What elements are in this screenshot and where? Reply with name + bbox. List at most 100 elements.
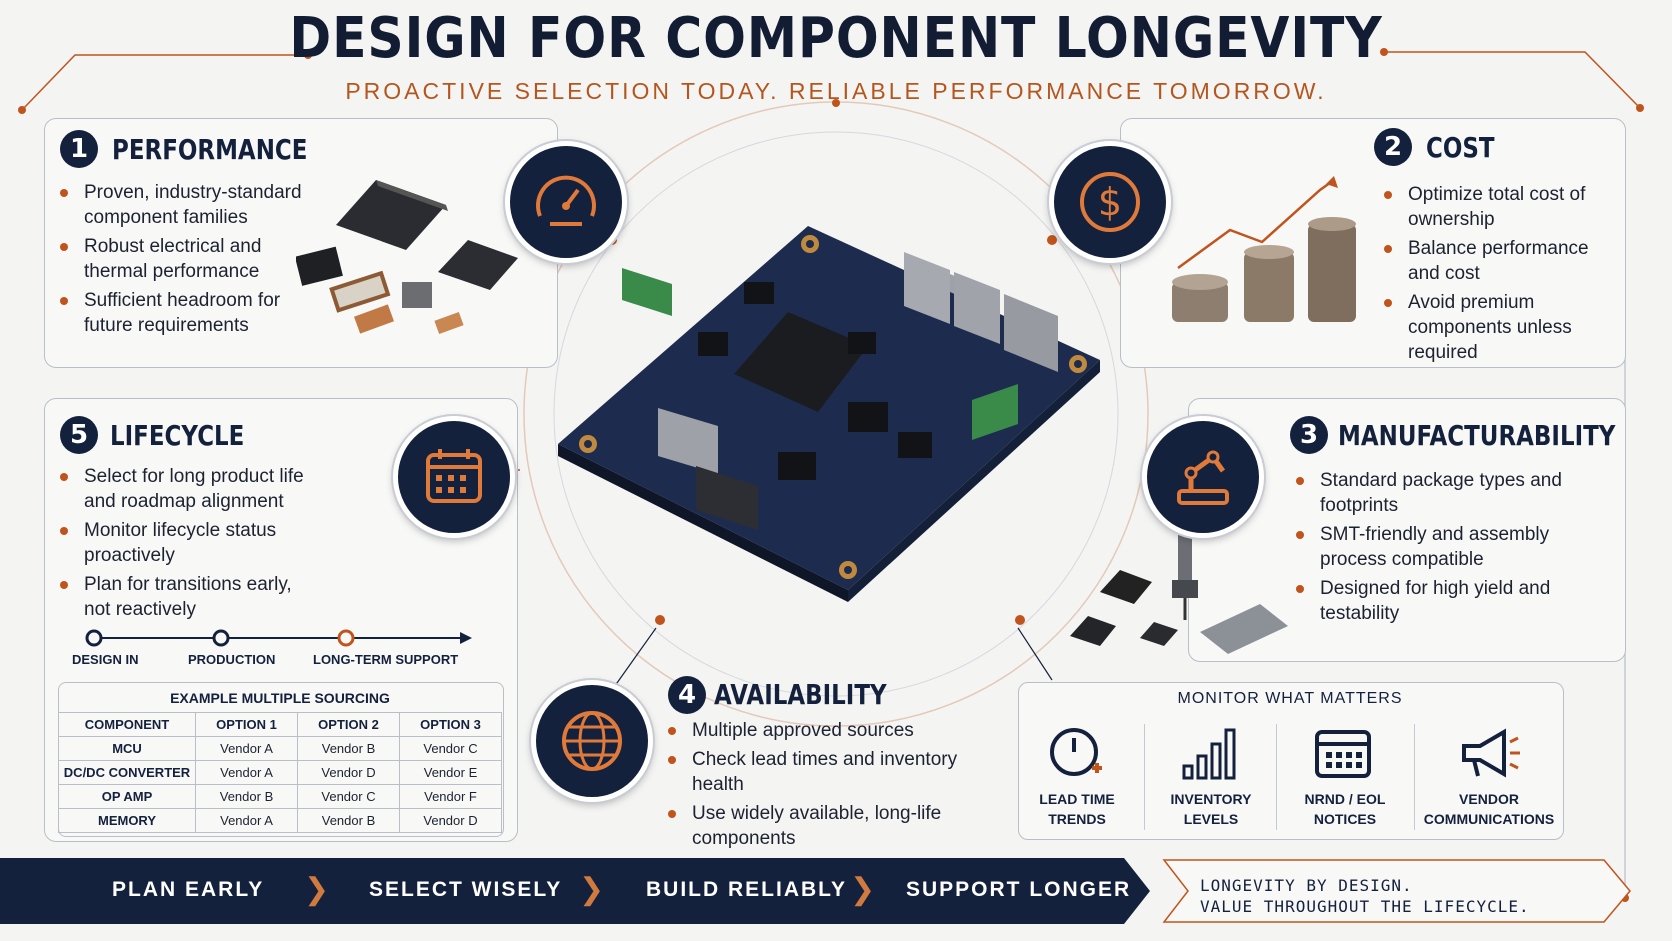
- performance-number-badge: 1: [60, 130, 98, 168]
- monitor-item-line1: LEAD TIME: [1039, 791, 1115, 807]
- monitor-item-line2: LEVELS: [1183, 811, 1239, 827]
- sourcing-table-title: EXAMPLE MULTIPLE SOURCING: [170, 690, 390, 706]
- footer-tagline-2: VALUE THROUGHOUT THE LIFECYCLE.: [1200, 897, 1530, 916]
- availability-bullet: Check lead times and inventory health: [668, 747, 968, 797]
- manufacturability-number-badge: 3: [1290, 416, 1328, 454]
- pick-and-place-image: [1070, 520, 1288, 654]
- lifecycle-icon-circle: [393, 416, 515, 538]
- footer-step-select-wisely: SELECT WISELY: [369, 878, 563, 901]
- lifecycle-bullet: Select for long product life and roadmap…: [60, 464, 320, 514]
- svg-text:$: $: [1098, 180, 1122, 224]
- component-chips-image: [296, 180, 518, 335]
- cost-number-badge: 2: [1374, 128, 1412, 166]
- footer-tagline-1: LONGEVITY BY DESIGN.: [1200, 876, 1413, 895]
- availability-bullets: Multiple approved sources Check lead tim…: [668, 718, 968, 855]
- table-cell: Vendor D: [399, 808, 502, 833]
- table-header-cell: OPTION 2: [297, 712, 400, 737]
- dollar-icon: $: [1080, 172, 1140, 232]
- lifecycle-bullet: Monitor lifecycle status proactively: [60, 518, 320, 568]
- cost-bullet: Avoid premium components unless required: [1384, 290, 1622, 365]
- availability-bullet: Multiple approved sources: [668, 718, 968, 743]
- lifecycle-title: LIFECYCLE: [110, 419, 245, 452]
- chevron-right-icon: ❯: [304, 873, 330, 906]
- monitor-item-vendor: VENDOR COMMUNICATIONS: [1422, 789, 1556, 829]
- monitor-item-line2: COMMUNICATIONS: [1423, 811, 1555, 827]
- table-cell: Vendor F: [399, 784, 502, 809]
- table-cell: DC/DC CONVERTER: [58, 760, 196, 785]
- sourcing-table: COMPONENT OPTION 1 OPTION 2 OPTION 3 MCU…: [58, 712, 502, 833]
- table-header-row: COMPONENT OPTION 1 OPTION 2 OPTION 3: [58, 712, 502, 737]
- table-cell: Vendor A: [195, 736, 298, 761]
- monitor-title: MONITOR WHAT MATTERS: [1177, 690, 1403, 707]
- performance-bullets: Proven, industry-standard component fami…: [60, 180, 330, 342]
- bar-chart-icon: [1182, 728, 1236, 780]
- notices-calendar-icon: [1315, 730, 1371, 778]
- monitor-item-lead-time: LEAD TIME TRENDS: [1024, 789, 1130, 829]
- monitor-divider: [1144, 724, 1145, 830]
- performance-icon-circle: [505, 141, 627, 263]
- table-cell: Vendor A: [195, 808, 298, 833]
- table-cell: Vendor B: [297, 808, 400, 833]
- manufacturability-bullet: Standard package types and footprints: [1296, 468, 1596, 518]
- table-cell: Vendor C: [399, 736, 502, 761]
- table-cell: OP AMP: [58, 784, 196, 809]
- table-header-cell: OPTION 3: [399, 712, 502, 737]
- page-title: DESIGN FOR COMPONENT LONGEVITY: [289, 6, 1383, 71]
- footer-step-build-reliably: BUILD RELIABLY: [646, 878, 848, 901]
- monitor-item-line2: NOTICES: [1313, 811, 1377, 827]
- timeline-label-production: PRODUCTION: [188, 652, 276, 667]
- table-header-cell: OPTION 1: [195, 712, 298, 737]
- megaphone-icon: [1462, 728, 1520, 778]
- cost-bullet: Balance performance and cost: [1384, 236, 1622, 286]
- table-header-cell: COMPONENT: [58, 712, 196, 737]
- table-row: MEMORY Vendor A Vendor B Vendor D: [58, 808, 502, 833]
- lifecycle-number-badge: 5: [60, 416, 98, 454]
- monitor-item-nrnd-eol: NRND / EOL NOTICES: [1290, 789, 1400, 829]
- pcb-board-image: [558, 226, 1100, 602]
- table-cell: Vendor C: [297, 784, 400, 809]
- table-cell: Vendor B: [195, 784, 298, 809]
- table-row: OP AMP Vendor B Vendor C Vendor F: [58, 784, 502, 809]
- chevron-right-icon: ❯: [579, 873, 605, 906]
- cost-bullets: Optimize total cost of ownership Balance…: [1384, 182, 1622, 369]
- cost-icon-circle: $: [1049, 141, 1171, 263]
- footer-step-plan-early: PLAN EARLY: [112, 878, 265, 901]
- footer-step-support-longer: SUPPORT LONGER: [906, 878, 1132, 901]
- monitor-divider: [1276, 724, 1277, 830]
- lifecycle-bullet: Plan for transitions early, not reactive…: [60, 572, 320, 622]
- chevron-right-icon: ❯: [850, 873, 876, 906]
- availability-number-badge: 4: [668, 676, 706, 714]
- timeline-label-long-term-support: LONG-TERM SUPPORT: [313, 652, 459, 667]
- monitor-item-line1: INVENTORY: [1170, 791, 1252, 807]
- manufacturability-bullet: Designed for high yield and testability: [1296, 576, 1596, 626]
- availability-icon-circle: [531, 680, 653, 802]
- table-cell: Vendor D: [297, 760, 400, 785]
- monitor-item-line2: TRENDS: [1048, 811, 1106, 827]
- manufacturability-title: MANUFACTURABILITY: [1338, 419, 1616, 452]
- cost-bullet: Optimize total cost of ownership: [1384, 182, 1622, 232]
- table-cell: MEMORY: [58, 808, 196, 833]
- table-cell: MCU: [58, 736, 196, 761]
- table-cell: Vendor A: [195, 760, 298, 785]
- monitor-divider: [1414, 724, 1415, 830]
- footer-banner: [0, 858, 1631, 924]
- globe-icon: [562, 711, 622, 771]
- calendar-icon: [426, 449, 482, 503]
- page-subtitle: PROACTIVE SELECTION TODAY. RELIABLE PERF…: [345, 78, 1327, 104]
- manufacturability-bullets: Standard package types and footprints SM…: [1296, 468, 1596, 630]
- table-cell: Vendor B: [297, 736, 400, 761]
- performance-bullet: Proven, industry-standard component fami…: [60, 180, 330, 230]
- table-cell: Vendor E: [399, 760, 502, 785]
- lifecycle-timeline: [85, 629, 472, 647]
- performance-title: PERFORMANCE: [112, 133, 308, 166]
- performance-bullet: Sufficient headroom for future requireme…: [60, 288, 330, 338]
- monitor-item-inventory: INVENTORY LEVELS: [1156, 789, 1266, 829]
- timeline-label-design-in: DESIGN IN: [72, 652, 139, 667]
- table-row: DC/DC CONVERTER Vendor A Vendor D Vendor…: [58, 760, 502, 785]
- monitor-item-line1: NRND / EOL: [1304, 791, 1386, 807]
- speedometer-icon: [536, 175, 596, 226]
- availability-bullet: Use widely available, long-life componen…: [668, 801, 968, 851]
- table-row: MCU Vendor A Vendor B Vendor C: [58, 736, 502, 761]
- cost-card: [1120, 118, 1626, 368]
- robot-arm-icon: [1177, 450, 1229, 505]
